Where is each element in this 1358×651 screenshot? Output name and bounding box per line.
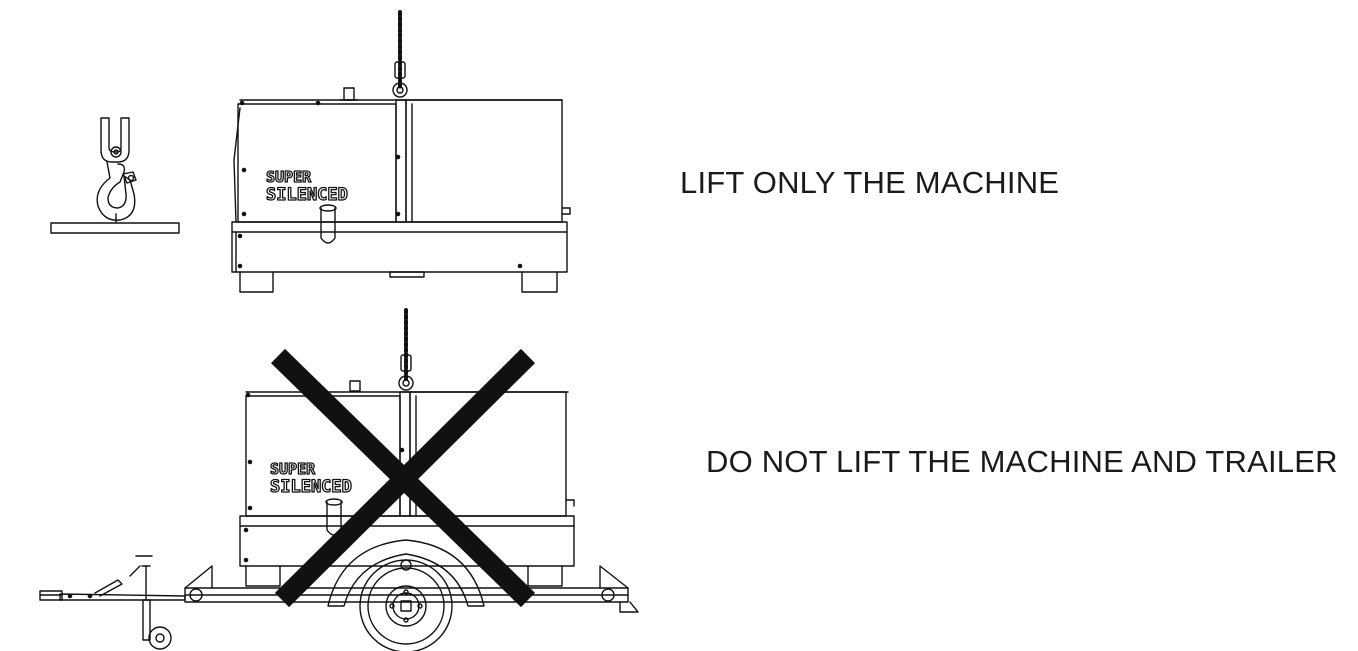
chain-icon xyxy=(392,10,408,98)
generator-machine-top: SUPER SILENCED xyxy=(231,10,571,293)
machine-label-line2: SILENCED xyxy=(270,477,352,497)
caption-do-not-lift-trailer: DO NOT LIFT THE MACHINE AND TRAILER xyxy=(706,444,1338,479)
caption-lift-only-machine: LIFT ONLY THE MACHINE xyxy=(680,165,1060,200)
chain-icon xyxy=(398,308,414,391)
machine-label-line1: SUPER xyxy=(266,168,312,186)
machine-label-line2: SILENCED xyxy=(266,185,348,205)
cross-mark-icon xyxy=(271,348,536,608)
machine-label-line1: SUPER xyxy=(270,460,316,478)
generator-machine-on-trailer: SUPER SILENCED xyxy=(39,308,639,651)
trailer xyxy=(39,539,639,651)
crane-hook-icon xyxy=(50,117,180,234)
